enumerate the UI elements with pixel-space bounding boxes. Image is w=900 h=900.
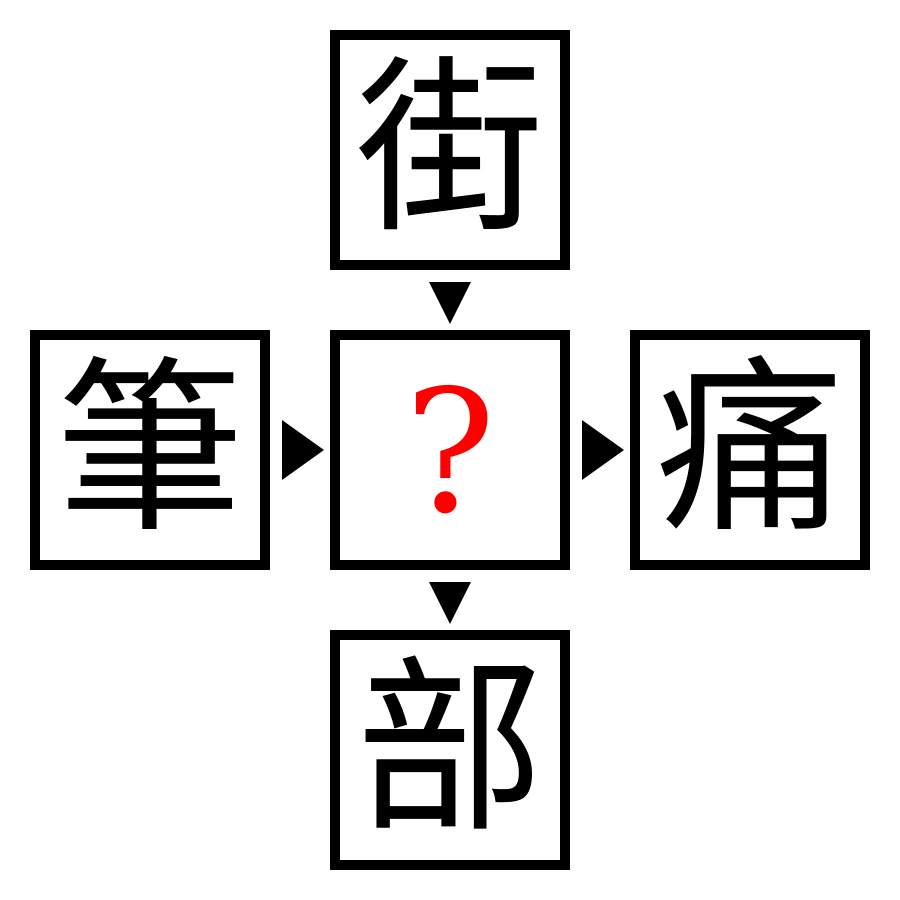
bottom-kanji: 部: [356, 640, 544, 859]
arrow-down-icon: [429, 282, 471, 324]
arrow-right-icon: [282, 420, 324, 480]
arrow-right-icon: [582, 420, 624, 480]
right-kanji: 痛: [656, 340, 844, 559]
top-kanji: 街: [356, 40, 544, 259]
right-kanji-box: 痛: [630, 330, 870, 570]
bottom-kanji-box: 部: [330, 630, 570, 870]
question-mark: ?: [404, 354, 496, 552]
top-kanji-box: 街: [330, 30, 570, 270]
answer-box[interactable]: ?: [330, 330, 570, 570]
left-kanji: 筆: [56, 340, 244, 559]
left-kanji-box: 筆: [30, 330, 270, 570]
arrow-down-icon: [429, 582, 471, 624]
